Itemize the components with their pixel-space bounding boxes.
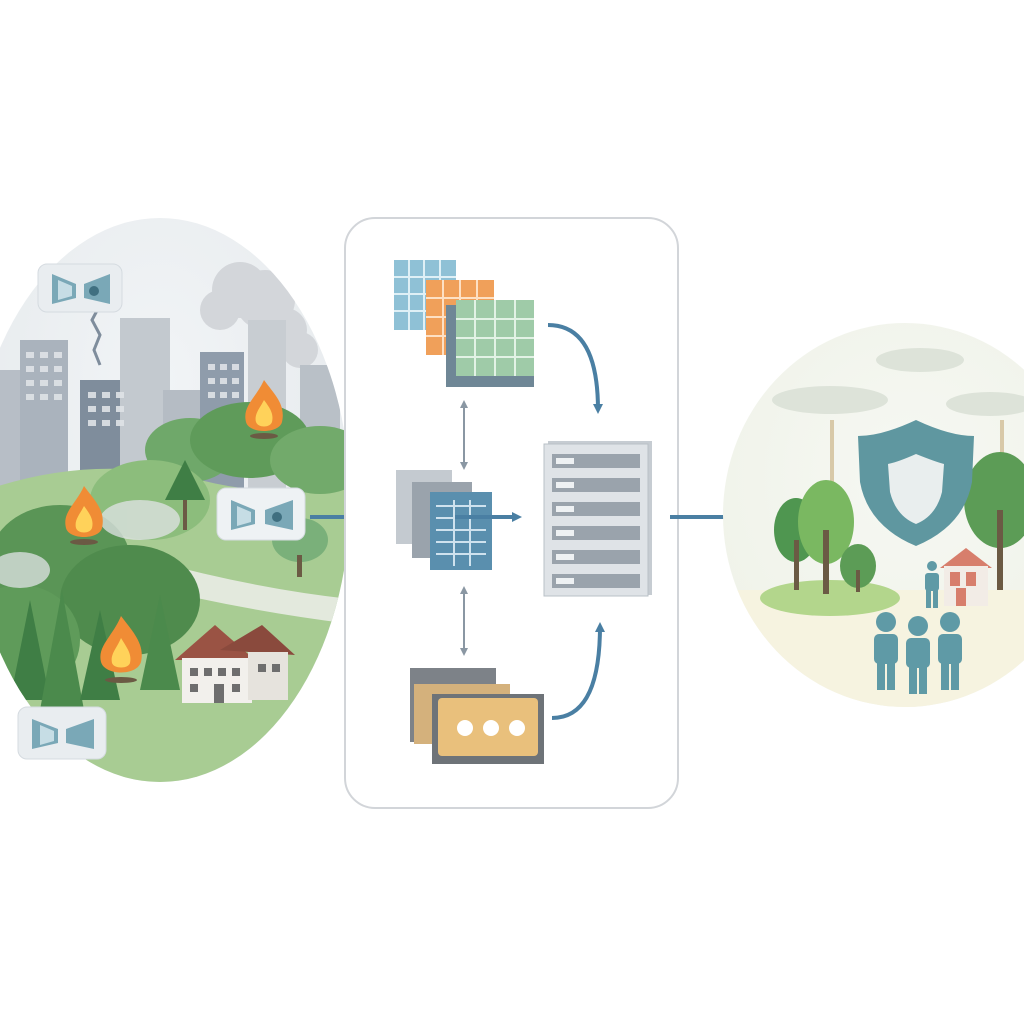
data-processing-panel (344, 217, 679, 809)
smoke-clouds (200, 262, 318, 368)
trees (774, 452, 1024, 594)
fire-icon (100, 616, 142, 683)
fire-icon (245, 380, 283, 439)
house (175, 625, 295, 703)
smoke-plume (90, 304, 102, 366)
arrow-data-to-server (547, 323, 603, 414)
shield-icon (858, 420, 974, 546)
alert-message-icon (410, 668, 544, 764)
camera-sensor-icon (17, 706, 107, 760)
document-stack-icon (396, 470, 492, 570)
fire-icon (65, 486, 103, 545)
camera-sensor-icon (37, 263, 123, 313)
sensor-data-grid-icon (394, 260, 534, 387)
clouds (772, 348, 1024, 416)
wildfire-scene (0, 218, 350, 782)
camera-sensor-icon (216, 487, 306, 541)
people-icon (874, 561, 962, 694)
arrow-alerts-to-server (551, 622, 605, 720)
house (940, 548, 992, 606)
road (140, 560, 350, 625)
protected-community-scene (723, 323, 1024, 707)
server-icon (543, 441, 652, 597)
